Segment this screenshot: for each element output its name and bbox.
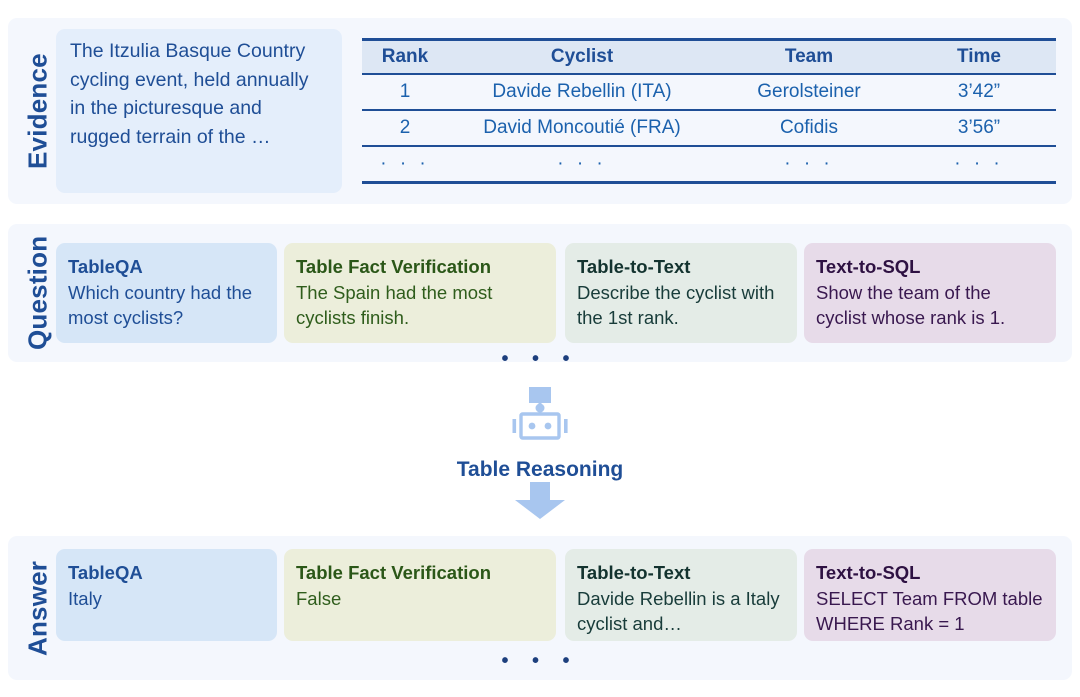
question-card-title: Table-to-Text <box>577 256 691 277</box>
cell-rank-ellipsis: · · · <box>362 146 448 184</box>
robot-icon <box>506 387 574 447</box>
evidence-table: Rank Cyclist Team Time 1 Davide Rebellin… <box>362 38 1056 184</box>
table-row-ellipsis: · · · · · · · · · · · · <box>362 146 1056 184</box>
answer-card-title: Table Fact Verification <box>296 562 491 583</box>
cell-team: Cofidis <box>716 110 902 147</box>
table-row: 2 David Moncoutié (FRA) Cofidis 3’56” <box>362 110 1056 147</box>
cell-cyclist: Davide Rebellin (ITA) <box>448 74 716 111</box>
question-card-title: Text-to-SQL <box>816 256 921 277</box>
answer-card-title: Text-to-SQL <box>816 562 921 583</box>
answer-card-fact-verification: Table Fact Verification False <box>284 549 556 641</box>
answer-ellipsis: • • • <box>501 650 579 672</box>
answer-card-title: Table-to-Text <box>577 562 691 583</box>
table-header-rank: Rank <box>362 38 448 75</box>
answer-card-body: Davide Rebellin is a Italy cyclist and… <box>577 588 780 634</box>
question-card-body: Describe the cyclist with the 1st rank. <box>577 282 775 328</box>
cell-rank: 1 <box>362 74 448 111</box>
answer-card-body: False <box>296 588 342 609</box>
table-header-team: Team <box>716 38 902 75</box>
cell-cyclist-ellipsis: · · · <box>448 146 716 184</box>
table-reasoning-label: Table Reasoning <box>456 458 624 481</box>
question-card-title: TableQA <box>68 256 143 277</box>
question-card-tableqa: TableQA Which country had the most cycli… <box>56 243 277 343</box>
answer-card-text-to-sql: Text-to-SQL SELECT Team FROM table WHERE… <box>804 549 1056 641</box>
question-card-table-to-text: Table-to-Text Describe the cyclist with … <box>565 243 797 343</box>
cell-time-ellipsis: · · · <box>902 146 1056 184</box>
question-card-fact-verification: Table Fact Verification The Spain had th… <box>284 243 556 343</box>
table-header-time: Time <box>902 38 1056 75</box>
cell-team-ellipsis: · · · <box>716 146 902 184</box>
answer-card-body: SELECT Team FROM table WHERE Rank = 1 <box>816 588 1043 634</box>
answer-card-table-to-text: Table-to-Text Davide Rebellin is a Italy… <box>565 549 797 641</box>
question-card-body: The Spain had the most cyclists finish. <box>296 282 493 328</box>
evidence-text-box: The Itzulia Basque Country cycling event… <box>56 29 342 193</box>
answer-card-tableqa: TableQA Italy <box>56 549 277 641</box>
table-header-cyclist: Cyclist <box>448 38 716 75</box>
question-card-body: Show the team of the cyclist whose rank … <box>816 282 1006 328</box>
cell-time: 3’56” <box>902 110 1056 147</box>
answer-card-title: TableQA <box>68 562 143 583</box>
cell-team: Gerolsteiner <box>716 74 902 111</box>
question-card-text-to-sql: Text-to-SQL Show the team of the cyclist… <box>804 243 1056 343</box>
question-ellipsis: • • • <box>501 348 579 370</box>
table-header-row: Rank Cyclist Team Time <box>362 38 1056 75</box>
down-arrow-icon <box>512 482 568 520</box>
cell-cyclist: David Moncoutié (FRA) <box>448 110 716 147</box>
table-row: 1 Davide Rebellin (ITA) Gerolsteiner 3’4… <box>362 74 1056 111</box>
cell-rank: 2 <box>362 110 448 147</box>
question-card-body: Which country had the most cyclists? <box>68 282 253 328</box>
answer-card-body: Italy <box>68 588 102 609</box>
question-card-title: Table Fact Verification <box>296 256 491 277</box>
cell-time: 3’42” <box>902 74 1056 111</box>
